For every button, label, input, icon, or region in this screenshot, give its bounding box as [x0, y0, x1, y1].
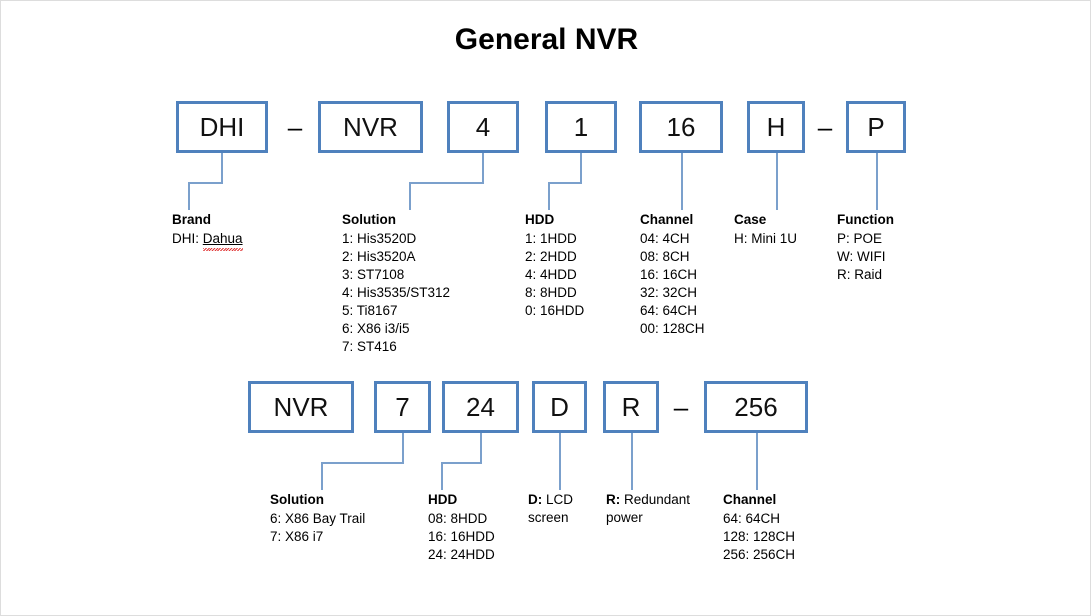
legend-hdd-row-0: 1: 1HDD — [525, 231, 577, 246]
legend-r2-solution-row-0: 6: X86 Bay Trail — [270, 511, 366, 526]
legend-solution-row-4: 5: Ti8167 — [342, 303, 398, 318]
legend-solution-row2: Solution 6: X86 Bay Trail 7: X86 i7 — [270, 491, 365, 546]
row2-separator-1: – — [673, 392, 689, 422]
legend-hdd-row2: HDD 08: 8HDD 16: 16HDD 24: 24HDD — [428, 491, 495, 564]
leader-line-case — [776, 153, 778, 210]
legend-channel-row-2: 16: 16CH — [640, 267, 698, 282]
leader-line-solution-v1 — [482, 153, 484, 183]
legend-function-row-2: R: Raid — [837, 267, 883, 282]
legend-redundant-line-1: power — [606, 510, 643, 525]
leader-line-brand-h — [188, 182, 223, 184]
legend-r2-channel-row-0: 64: 64CH — [723, 511, 781, 526]
row1-separator-1: – — [287, 112, 303, 142]
legend-solution-row-6: 7: ST416 — [342, 339, 397, 354]
leader-line-r2-solution-v1 — [402, 433, 404, 463]
legend-hdd-row-3: 8: 8HDD — [525, 285, 577, 300]
leader-line-hdd-v1 — [580, 153, 582, 183]
legend-channel-row-4: 64: 64CH — [640, 303, 698, 318]
row2-box-series[interactable]: NVR — [248, 381, 354, 433]
leader-line-r2-solution-v2 — [321, 462, 323, 490]
legend-channel-heading: Channel — [640, 212, 694, 227]
row2-box-hdd[interactable]: 24 — [442, 381, 519, 433]
legend-channel-row-5: 00: 128CH — [640, 321, 705, 336]
row2-box-solution[interactable]: 7 — [374, 381, 431, 433]
legend-r2-channel-heading: Channel — [723, 492, 777, 507]
legend-function-row-0: P: POE — [837, 231, 883, 246]
legend-solution-row-3: 4: His3535/ST312 — [342, 285, 451, 300]
row1-box-case[interactable]: H — [747, 101, 805, 153]
leader-line-solution-v2 — [409, 182, 411, 210]
legend-brand-row-0: DHI: Dahua — [172, 230, 243, 251]
leader-line-solution-h — [409, 182, 484, 184]
legend-hdd-row-1: 2: 2HDD — [525, 249, 577, 264]
legend-function-heading: Function — [837, 212, 894, 227]
row1-box-channel[interactable]: 16 — [639, 101, 723, 153]
leader-line-r2-solution-h — [321, 462, 404, 464]
leader-line-channel — [681, 153, 683, 210]
legend-r2-hdd-row-2: 24: 24HDD — [428, 547, 495, 562]
legend-channel-row1: Channel 04: 4CH 08: 8CH 16: 16CH 32: 32C… — [640, 211, 705, 338]
leader-line-brand-v2 — [188, 182, 190, 210]
legend-lcd-line-1: screen — [528, 510, 569, 525]
legend-lcd-text: LCD — [542, 492, 574, 507]
legend-brand: Brand DHI: Dahua — [172, 211, 243, 251]
legend-case: Case H: Mini 1U — [734, 211, 797, 248]
legend-channel-row-3: 32: 32CH — [640, 285, 698, 300]
row2-box-lcd[interactable]: D — [532, 381, 587, 433]
legend-lcd-line-0: D: LCD — [528, 491, 573, 509]
row1-box-series[interactable]: NVR — [318, 101, 423, 153]
leader-line-hdd-v2 — [548, 182, 550, 210]
row1-box-hdd[interactable]: 1 — [545, 101, 617, 153]
page-title: General NVR — [454, 23, 639, 56]
leader-line-r2-hdd-v1 — [480, 433, 482, 463]
legend-r2-solution-row-1: 7: X86 i7 — [270, 529, 324, 544]
legend-r2-channel-row-1: 128: 128CH — [723, 529, 796, 544]
legend-hdd-row1: HDD 1: 1HDD 2: 2HDD 4: 4HDD 8: 8HDD 0: 1… — [525, 211, 584, 320]
leader-line-r2-channel — [756, 433, 758, 490]
legend-solution-row-1: 2: His3520A — [342, 249, 416, 264]
legend-r2-hdd-row-0: 08: 8HDD — [428, 511, 488, 526]
legend-channel-row-1: 08: 8CH — [640, 249, 690, 264]
legend-brand-heading: Brand — [172, 212, 212, 227]
legend-solution-row1: Solution 1: His3520D 2: His3520A 3: ST71… — [342, 211, 450, 356]
row1-separator-2: – — [817, 112, 833, 142]
legend-channel-row-0: 04: 4CH — [640, 231, 690, 246]
legend-brand-prefix: DHI: — [172, 231, 203, 246]
legend-hdd-row-2: 4: 4HDD — [525, 267, 577, 282]
row2-box-redundant-power[interactable]: R — [603, 381, 659, 433]
leader-line-hdd-h — [548, 182, 582, 184]
leader-line-r2-hdd-h — [441, 462, 482, 464]
legend-solution-row-2: 3: ST7108 — [342, 267, 405, 282]
legend-r2-solution-heading: Solution — [270, 492, 324, 507]
leader-line-brand-v1 — [221, 153, 223, 183]
legend-function: Function P: POE W: WIFI R: Raid — [837, 211, 894, 284]
row1-box-solution[interactable]: 4 — [447, 101, 519, 153]
legend-redundant-power: R: Redundant power — [606, 491, 690, 527]
leader-line-r2-lcd — [559, 433, 561, 490]
leader-line-function — [876, 153, 878, 210]
row1-box-function[interactable]: P — [846, 101, 906, 153]
legend-hdd-heading: HDD — [525, 212, 555, 227]
leader-line-r2-hdd-v2 — [441, 462, 443, 490]
legend-redundant-text: Redundant — [620, 492, 691, 507]
legend-hdd-row-4: 0: 16HDD — [525, 303, 585, 318]
legend-solution-heading: Solution — [342, 212, 396, 227]
legend-lcd-screen: D: LCD screen — [528, 491, 573, 527]
legend-case-heading: Case — [734, 212, 767, 227]
legend-solution-row-0: 1: His3520D — [342, 231, 417, 246]
leader-line-r2-redundant — [631, 433, 633, 490]
row2-box-channel[interactable]: 256 — [704, 381, 808, 433]
legend-redundant-prefix: R: — [606, 492, 621, 507]
legend-redundant-line-0: R: Redundant — [606, 491, 690, 509]
legend-brand-value: Dahua — [202, 231, 243, 251]
legend-function-row-1: W: WIFI — [837, 249, 886, 264]
legend-r2-hdd-row-1: 16: 16HDD — [428, 529, 495, 544]
legend-solution-row-5: 6: X86 i3/i5 — [342, 321, 410, 336]
legend-r2-hdd-heading: HDD — [428, 492, 458, 507]
legend-r2-channel-row-2: 256: 256CH — [723, 547, 796, 562]
row1-box-brand[interactable]: DHI — [176, 101, 268, 153]
legend-lcd-prefix: D: — [528, 492, 543, 507]
legend-channel-row2: Channel 64: 64CH 128: 128CH 256: 256CH — [723, 491, 795, 564]
legend-case-row-0: H: Mini 1U — [734, 231, 798, 246]
